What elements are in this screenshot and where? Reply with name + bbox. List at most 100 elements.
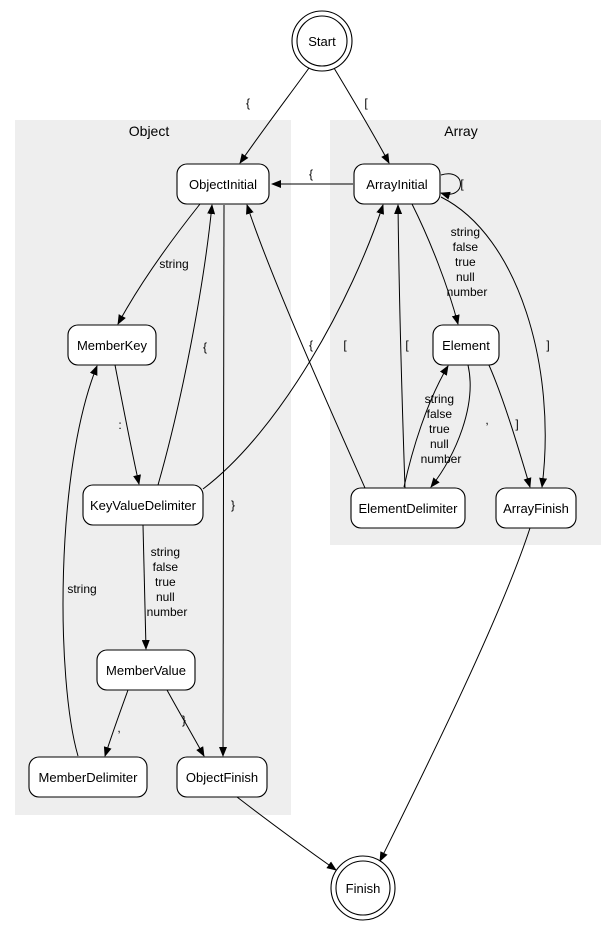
- node-arrayinitial-shape: [353, 163, 441, 205]
- node-objectfinish: ObjectFinish: [176, 756, 268, 798]
- edge-element-arrayfinish: ]: [487, 362, 532, 488]
- edge-element-arrayfinish-label: ]: [515, 417, 518, 431]
- edge-start-arrayinitial-label: [: [364, 96, 368, 110]
- node-arrayfinish: ArrayFinish: [495, 487, 577, 529]
- cluster-object-label: Object: [129, 123, 170, 139]
- node-finish-inner-circle: [335, 860, 391, 916]
- edge-elementdelimiter-arrayinitial-path: [394, 204, 406, 489]
- node-element-label: Element: [442, 338, 490, 353]
- node-memberkey: MemberKey: [67, 324, 157, 366]
- node-start-inner-circle: [296, 15, 348, 67]
- node-arrayinitial-label: ArrayInitial: [366, 177, 428, 192]
- edge-elementdelimiter-element: string false true null number: [403, 365, 462, 488]
- edge-objectinitial-memberkey: string: [117, 203, 201, 325]
- edge-arrayinitial-element-label: string false true null number: [447, 225, 488, 299]
- node-memberdelimiter: MemberDelimiter: [28, 756, 148, 798]
- node-arrayinitial: ArrayInitial: [353, 163, 441, 205]
- node-element: Element: [432, 324, 500, 366]
- edge-element-arrayfinish-path: [487, 362, 532, 488]
- edge-arrayinitial-objectinitial-label: {: [309, 167, 313, 181]
- edge-membervalue-objectfinish: }: [166, 689, 205, 757]
- edge-keyvaluedelimiter-membervalue: string false true null number: [141, 524, 188, 650]
- node-finish: Finish: [330, 855, 396, 921]
- edge-memberdelimiter-memberkey-label: string: [67, 582, 96, 596]
- edge-element-elementdelimiter-label: ,: [485, 413, 488, 427]
- node-keyvaluedelimiter-shape: [82, 484, 204, 526]
- edge-objectinitial-memberkey-path: [117, 203, 201, 325]
- edge-membervalue-memberdelimiter-label: ,: [117, 721, 120, 735]
- edge-objectfinish-finish: [236, 796, 337, 871]
- node-membervalue-shape: [96, 649, 196, 691]
- edge-element-elementdelimiter: ,: [430, 364, 489, 488]
- node-start: Start: [291, 10, 353, 72]
- node-memberkey-shape: [67, 324, 157, 366]
- edge-arrayinitial-arrayfinish-label: ]: [546, 338, 549, 352]
- edge-membervalue-objectfinish-path: [166, 689, 205, 757]
- edge-start-objectinitial: {: [239, 67, 310, 164]
- node-keyvaluedelimiter: KeyValueDelimiter: [82, 484, 204, 526]
- edge-arrayfinish-finish-path: [379, 527, 531, 862]
- edge-arrayinitial-element: string false true null number: [411, 203, 488, 325]
- node-objectinitial: ObjectInitial: [176, 163, 270, 205]
- node-memberkey-label: MemberKey: [77, 338, 148, 353]
- edge-keyvaluedelimiter-objectinitial-path: [157, 204, 216, 486]
- edge-elementdelimiter-arrayinitial-label: [: [405, 338, 409, 352]
- node-arrayfinish-shape: [495, 487, 577, 529]
- edge-elementdelimiter-element-label: string false true null number: [421, 392, 462, 466]
- node-arrayfinish-label: ArrayFinish: [503, 501, 569, 516]
- edge-objectinitial-objectfinish: }: [219, 204, 235, 757]
- edge-arrayinitial-element-path: [411, 203, 460, 325]
- cluster-object-box: [15, 120, 291, 815]
- node-objectinitial-label: ObjectInitial: [189, 177, 257, 192]
- edge-keyvaluedelimiter-arrayinitial: [: [202, 204, 384, 490]
- edge-objectinitial-memberkey-label: string: [159, 257, 188, 271]
- edge-objectinitial-objectfinish-label: }: [231, 498, 235, 512]
- edge-keyvaluedelimiter-membervalue-path: [141, 524, 150, 650]
- node-elementdelimiter: ElementDelimiter: [350, 487, 466, 529]
- edge-memberdelimiter-memberkey-path: [62, 365, 98, 757]
- node-membervalue-label: MemberValue: [106, 663, 186, 678]
- edge-memberkey-keyvaluedelimiter: :: [114, 364, 141, 485]
- edge-arrayinitial-arrayfinish: ]: [440, 196, 550, 488]
- node-objectfinish-shape: [176, 756, 268, 798]
- edge-memberdelimiter-memberkey: string: [62, 365, 98, 757]
- edge-objectfinish-finish-path: [236, 796, 337, 871]
- edge-membervalue-memberdelimiter-path: [103, 689, 129, 757]
- node-objectinitial-shape: [176, 163, 270, 205]
- edge-keyvaluedelimiter-objectinitial-label: {: [203, 340, 207, 354]
- edge-element-elementdelimiter-path: [430, 364, 471, 488]
- edge-memberkey-keyvaluedelimiter-label: :: [118, 418, 121, 432]
- node-finish-label: Finish: [346, 881, 381, 896]
- edge-arrayfinish-finish: [379, 527, 531, 862]
- node-objectfinish-label: ObjectFinish: [186, 770, 258, 785]
- node-element-shape: [432, 324, 500, 366]
- edge-keyvaluedelimiter-arrayinitial-label: [: [343, 338, 347, 352]
- edge-objectinitial-objectfinish-path: [219, 204, 228, 757]
- cluster-array-label: Array: [444, 123, 477, 139]
- node-start-label: Start: [308, 34, 336, 49]
- cluster-object: Object: [15, 120, 291, 815]
- edge-memberkey-keyvaluedelimiter-path: [114, 364, 141, 485]
- node-elementdelimiter-label: ElementDelimiter: [359, 501, 459, 516]
- edge-arrayinitial-self-loop-path: [440, 173, 461, 200]
- node-memberdelimiter-label: MemberDelimiter: [39, 770, 139, 785]
- node-membervalue: MemberValue: [96, 649, 196, 691]
- edge-start-objectinitial-label: {: [246, 96, 250, 110]
- edge-elementdelimiter-objectinitial-label: {: [309, 338, 313, 352]
- edge-keyvaluedelimiter-arrayinitial-path: [202, 204, 384, 490]
- edge-keyvaluedelimiter-membervalue-label: string false true null number: [147, 545, 188, 619]
- edge-arrayinitial-self-loop: [: [440, 173, 464, 200]
- node-memberdelimiter-shape: [28, 756, 148, 798]
- edge-elementdelimiter-arrayinitial: [: [394, 204, 409, 489]
- edge-elementdelimiter-objectinitial-path: [246, 204, 366, 489]
- edge-start-arrayinitial: [: [333, 67, 390, 164]
- edge-start-arrayinitial-path: [333, 67, 390, 164]
- edge-arrayinitial-self-loop-label: [: [460, 177, 464, 191]
- edge-elementdelimiter-element-path: [403, 365, 449, 488]
- edge-keyvaluedelimiter-objectinitial: {: [157, 204, 216, 486]
- node-elementdelimiter-shape: [350, 487, 466, 529]
- edge-elementdelimiter-objectinitial: {: [246, 204, 366, 489]
- edge-arrayinitial-arrayfinish-path: [440, 196, 548, 488]
- edge-arrayinitial-objectinitial: {: [271, 167, 353, 188]
